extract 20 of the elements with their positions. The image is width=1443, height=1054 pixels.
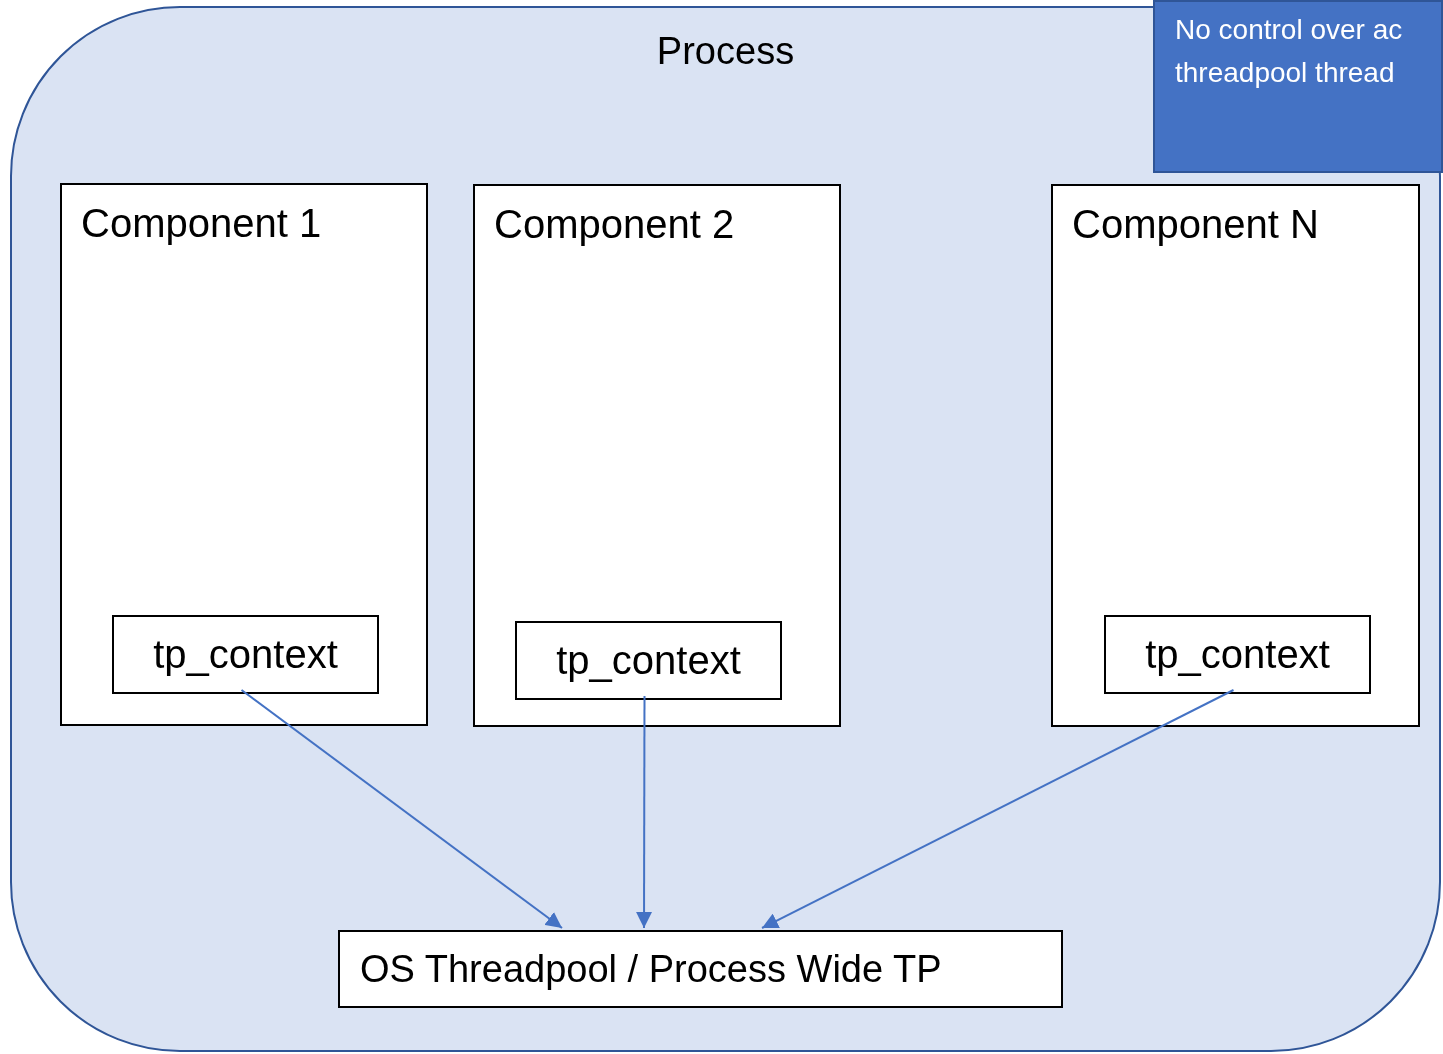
context-box bbox=[1104, 615, 1371, 694]
threadpool-box bbox=[338, 930, 1063, 1008]
component-box bbox=[60, 183, 428, 726]
node-label: OS Threadpool / Process Wide TP bbox=[360, 947, 943, 991]
component-box bbox=[473, 184, 841, 727]
arrow bbox=[240, 689, 563, 929]
process-container bbox=[10, 6, 1441, 1052]
node-label: tp_context bbox=[153, 632, 338, 677]
node-label: Process bbox=[656, 30, 795, 73]
arrow bbox=[761, 689, 1235, 929]
context-box bbox=[515, 621, 782, 700]
node-label: tp_context bbox=[556, 638, 741, 683]
node-label: Component 1 bbox=[81, 201, 323, 246]
node-label: Component N bbox=[1072, 202, 1320, 247]
node-label: Component 2 bbox=[494, 202, 736, 247]
arrow bbox=[636, 695, 653, 929]
node-label: tp_context bbox=[1145, 632, 1330, 677]
context-box bbox=[112, 615, 379, 694]
component-box bbox=[1051, 184, 1420, 727]
node-label: No control over ac threadpool thread bbox=[1175, 13, 1404, 91]
